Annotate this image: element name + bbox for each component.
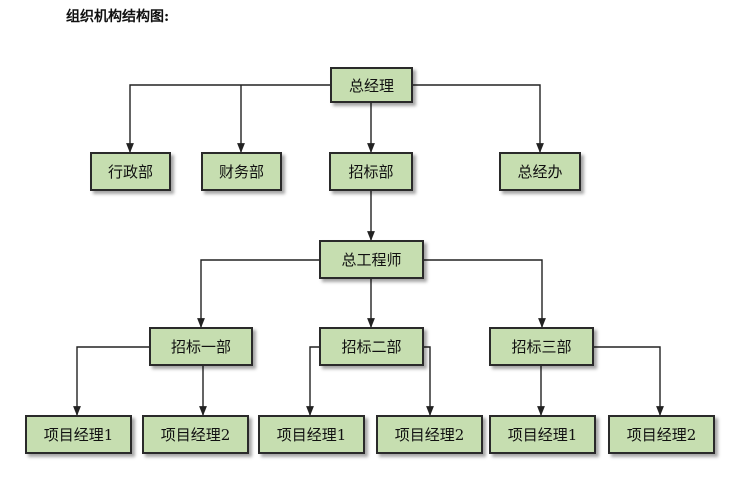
node-pm-1b: 项目经理2	[142, 415, 249, 454]
node-general-manager: 总经理	[330, 67, 413, 103]
node-bidding-dept: 招标部	[329, 152, 413, 191]
diagram-title: 组织机构结构图:	[66, 9, 170, 25]
node-pm-3b: 项目经理2	[608, 415, 715, 454]
arrow-chief-to-bidding3	[424, 259, 546, 328]
node-pm-2b: 项目经理2	[376, 415, 483, 454]
node-pm-3a: 项目经理1	[489, 415, 596, 454]
node-bidding-2: 招标二部	[319, 327, 424, 366]
node-pm-2a: 项目经理1	[258, 415, 365, 454]
node-chief-engineer: 总工程师	[319, 240, 424, 279]
arrow-b2-to-pm2	[424, 346, 434, 416]
arrow-gm-to-admin	[126, 84, 330, 153]
node-admin-dept: 行政部	[90, 152, 171, 191]
node-bidding-1: 招标一部	[149, 327, 253, 366]
arrow-b2-to-pm1	[306, 346, 319, 416]
arrow-chief-to-bidding1	[197, 259, 319, 328]
node-finance-dept: 财务部	[201, 152, 282, 191]
arrow-gm-to-office	[413, 84, 544, 153]
node-bidding-3: 招标三部	[489, 327, 594, 366]
node-gm-office: 总经办	[499, 152, 581, 191]
arrow-b3-to-pm2	[594, 346, 664, 416]
node-pm-1a: 项目经理1	[25, 415, 132, 454]
arrow-b1-to-pm1	[73, 346, 149, 416]
